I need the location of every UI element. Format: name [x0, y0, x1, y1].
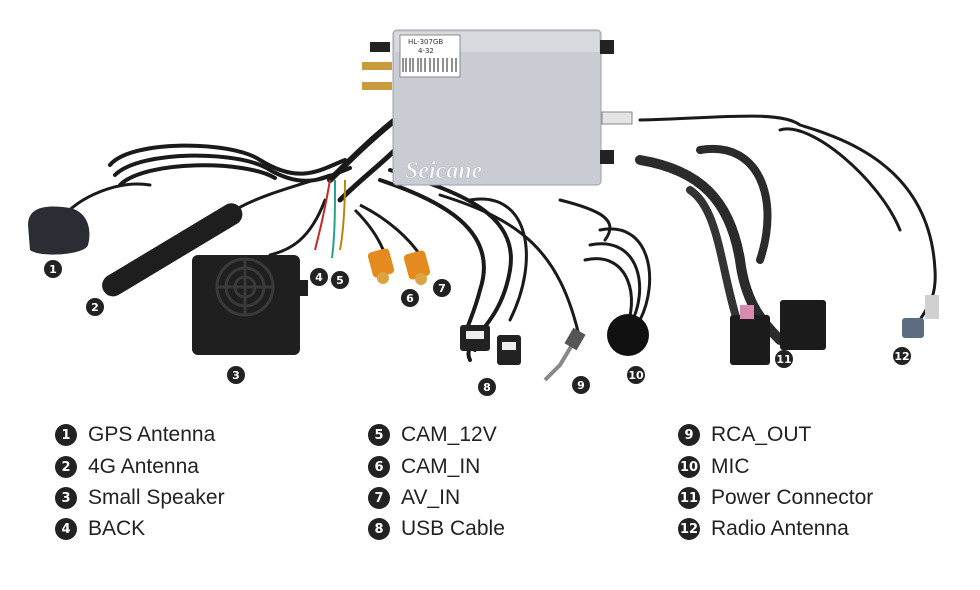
- photo-badge-9: 9: [572, 376, 590, 394]
- photo-badge-5: 5: [331, 271, 349, 289]
- legend-item-4: 4 BACK: [55, 517, 145, 541]
- power-connectors: [730, 300, 826, 365]
- rca-plugs: [353, 203, 431, 285]
- legend-badge: 7: [368, 487, 390, 509]
- legend-item-7: 7 AV_IN: [368, 486, 460, 510]
- legend-label: BACK: [88, 517, 146, 540]
- legend-badge: 4: [55, 518, 77, 540]
- photo-badge-2: 2: [86, 298, 104, 316]
- product-photo: HL-307GB 4-32 Seicane: [28, 29, 939, 382]
- photo-badge-12: 12: [893, 347, 911, 365]
- photo-badge-7: 7: [433, 279, 451, 297]
- brand-watermark: Seicane: [405, 158, 483, 184]
- 4g-antenna: [102, 203, 243, 297]
- usb-plugs: [460, 325, 521, 365]
- legend-item-3: 3 Small Speaker: [55, 486, 225, 510]
- legend-badge: 10: [678, 456, 700, 478]
- photo-badge-1: 1: [44, 260, 62, 278]
- legend-item-8: 8 USB Cable: [368, 517, 505, 541]
- legend-label: USB Cable: [401, 517, 505, 540]
- module-model-label: HL-307GB: [408, 38, 443, 46]
- legend-label: 4G Antenna: [88, 455, 199, 478]
- legend-badge: 9: [678, 424, 700, 446]
- legend-badge: 2: [55, 456, 77, 478]
- legend-label: GPS Antenna: [88, 423, 216, 446]
- gps-antenna: [28, 206, 90, 255]
- legend-badge: 1: [55, 424, 77, 446]
- legend-item-11: 11 Power Connector: [678, 486, 873, 510]
- radio-antenna-plug: [902, 318, 924, 338]
- legend-label: CAM_IN: [401, 455, 481, 478]
- photo-badge-10: 10: [627, 366, 645, 384]
- legend-label: Radio Antenna: [711, 517, 849, 540]
- legend-label: Power Connector: [711, 486, 874, 509]
- legend-item-2: 2 4G Antenna: [55, 455, 199, 479]
- legend-badge: 11: [678, 487, 700, 509]
- legend-badge: 6: [368, 456, 390, 478]
- legend-item-12: 12 Radio Antenna: [678, 517, 849, 541]
- module-sub-label: 4-32: [418, 47, 434, 55]
- photo-badge-3: 3: [227, 366, 245, 384]
- legend-label: CAM_12V: [401, 423, 497, 446]
- legend-badge: 8: [368, 518, 390, 540]
- photo-badge-11: 11: [775, 350, 793, 368]
- legend-label: MIC: [711, 455, 750, 478]
- legend-label: RCA_OUT: [711, 423, 812, 446]
- legend-badge: 5: [368, 424, 390, 446]
- legend-item-6: 6 CAM_IN: [368, 455, 480, 479]
- photo-badge-6: 6: [401, 289, 419, 307]
- legend-badge: 3: [55, 487, 77, 509]
- photo-badge-8: 8: [478, 378, 496, 396]
- small-speaker: [192, 255, 308, 355]
- legend-item-1: 1 GPS Antenna: [55, 423, 215, 447]
- legend-item-5: 5 CAM_12V: [368, 423, 497, 447]
- module-box: [362, 29, 633, 186]
- legend-item-10: 10 MIC: [678, 455, 750, 479]
- legend-item-9: 9 RCA_OUT: [678, 423, 811, 447]
- legend-label: Small Speaker: [88, 486, 225, 509]
- mic: [607, 314, 649, 356]
- legend-label: AV_IN: [401, 486, 461, 509]
- photo-badge-4: 4: [310, 268, 328, 286]
- legend-badge: 12: [678, 518, 700, 540]
